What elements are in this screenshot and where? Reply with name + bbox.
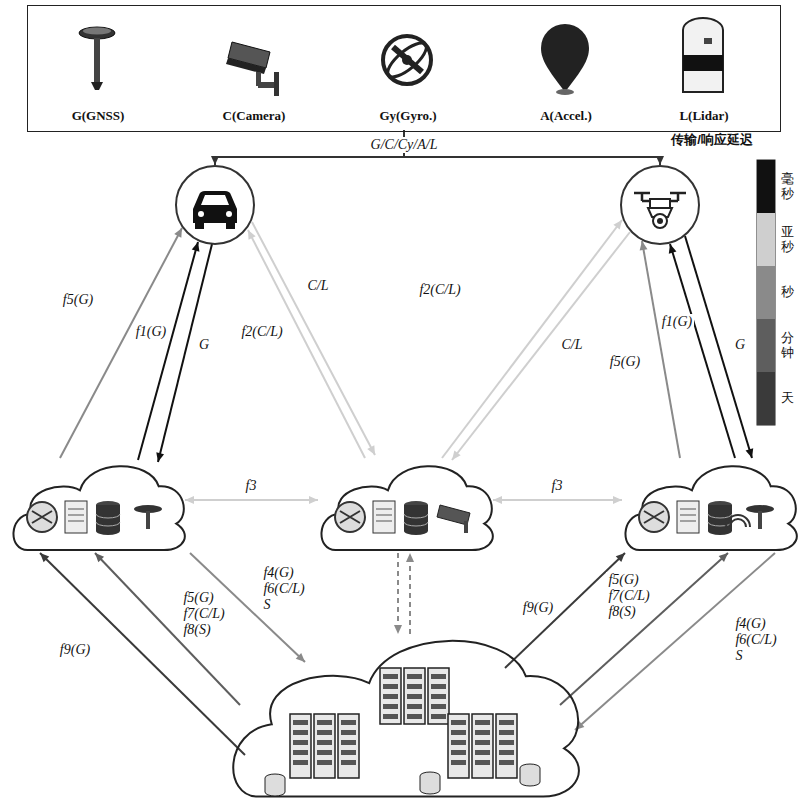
edge-label-line: f6(C/L) [735,632,776,648]
connector-arrow [669,244,735,458]
gnss-icon [79,27,115,90]
legend-text: 秒 [781,285,794,299]
edge-label-line: f8(S) [183,622,224,638]
connector-arrow [442,220,622,458]
edge-server-icons [622,455,797,553]
sensor-panel: G(GNSS) C(Camera) Gy(Gyro.) A(Accel.) L(Lida… [27,5,781,132]
edge-label: f3 [244,478,259,494]
connector-arrow [60,228,182,458]
drone-node [620,165,700,245]
connector-arrow [685,236,753,458]
edge-label-line: f5(G) [608,572,649,588]
connector-arrow [640,241,680,458]
edge-label: G/C/Cy/A/L [369,137,440,153]
car-icon [175,165,255,245]
edge-label: f5(G) [61,292,95,308]
gyro-icon [383,36,431,84]
edge-cloud [10,455,185,553]
legend-title: 传输/响应延迟 [671,133,753,148]
edge-label: C/L [305,278,330,294]
edge-label: f2(C/L) [417,282,462,298]
edge-cloud [318,455,493,553]
vehicle-node [175,165,255,245]
connector-arrow [185,496,318,504]
edge-cloud [622,455,797,553]
drone-icon [620,165,700,245]
edge-label-line: f6(C/L) [263,581,304,597]
server-racks [230,628,578,800]
edge-label: f4(G) f6(C/L) S [261,565,306,613]
edge-label-line: S [263,597,304,613]
legend-swatch [757,319,775,372]
connector-arrow [95,553,240,705]
edge-label-line: f5(G) [183,590,224,606]
connector-arrow [406,553,414,634]
edge-label: G [733,337,747,353]
sensor-label: L(Lidar) [679,109,728,124]
edge-label: f1(G) [134,324,168,340]
edge-label-line: S [735,648,776,664]
edge-label: f9(G) [521,600,555,616]
legend-swatch [757,372,775,425]
connector-arrow [394,553,402,634]
lidar-icon [683,18,723,92]
connector-arrow [493,496,622,504]
connector-arrow [138,242,199,460]
edge-label: f9(G) [58,642,92,658]
accelerometer-icon [541,24,589,95]
sensor-label: G(GNSS) [72,109,125,124]
legend-swatch [757,213,775,266]
connector-arrow [40,553,245,755]
legend-swatch [757,160,775,213]
sensor-label: C(Camera) [223,109,286,124]
connector-arrow [452,232,630,460]
edge-label: G [197,337,211,353]
legend-text: 天 [781,391,794,405]
camera-icon [226,42,279,96]
edge-label-line: f7(C/L) [608,588,649,604]
latency-bar [757,160,775,425]
sensor-label: A(Accel.) [540,109,592,124]
edge-label: f4(G) f6(C/L) S [733,616,778,664]
edge-label-line: f8(S) [608,604,649,620]
edge-label: f5(G) [608,354,642,370]
connector-arrow [404,130,664,165]
legend-text: 亚秒 [781,225,794,254]
edge-label: f2(C/L) [239,324,284,340]
edge-label: C/L [559,337,584,353]
edge-label: f1(G) [660,314,694,330]
sensor-label: Gy(Gyro.) [379,109,436,124]
edge-server-icons [10,455,185,553]
connector-arrow [156,244,212,462]
legend-swatch [757,266,775,319]
edge-label: f5(G) f7(C/L) f8(S) [181,590,226,638]
connector-arrow [560,553,728,705]
data-center-cloud [230,628,578,800]
edge-label-line: f7(C/L) [183,606,224,622]
edge-label: f3 [550,478,565,494]
legend-text: 分钟 [781,331,794,360]
connector-arrow [248,230,365,458]
edge-label-line: f4(G) [263,565,304,581]
edge-label: f5(G) f7(C/L) f8(S) [606,572,651,620]
edge-server-icons [318,455,493,553]
legend-text: 毫秒 [781,172,794,201]
edge-label-line: f4(G) [735,616,776,632]
